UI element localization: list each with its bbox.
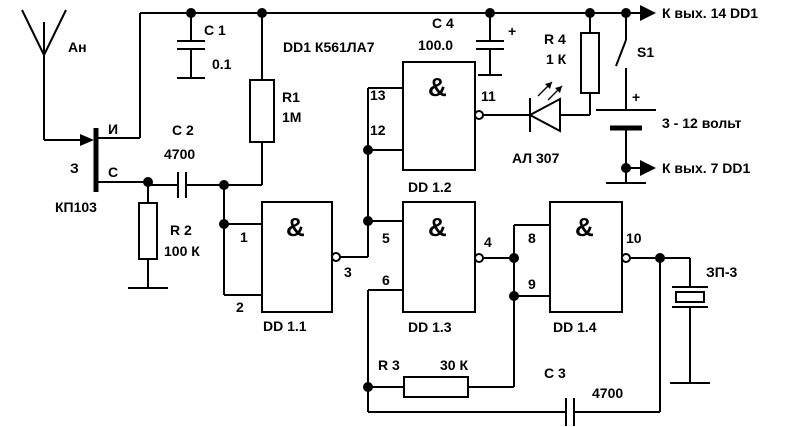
junction-dot: [219, 219, 229, 229]
dd12-and-symbol: &: [428, 72, 447, 102]
fet-name-label: КП103: [55, 199, 97, 215]
dd14-label: DD 1.4: [553, 319, 597, 335]
battery-plus: +: [632, 89, 640, 105]
switch-s1: [615, 13, 627, 110]
chip-label: DD1 К561ЛА7: [283, 39, 375, 55]
c1-capacitor: [177, 13, 205, 79]
fet-gate-label: З: [70, 160, 79, 176]
junction-dot: [655, 253, 665, 263]
c2-ref: С 2: [172, 122, 194, 138]
c4-ref: С 4: [432, 15, 454, 31]
led-label: АЛ 307: [512, 150, 560, 166]
junction-dot: [363, 145, 373, 155]
pin-4: 4: [484, 234, 492, 250]
antenna-symbol: [21, 9, 94, 146]
out14-label: К вых. 14 DD1: [662, 5, 758, 21]
buzzer-label: ЗП-3: [706, 264, 737, 280]
dd12-label: DD 1.2: [408, 179, 452, 195]
out14-arrow: [626, 5, 656, 21]
battery-label: 3 - 12 вольт: [662, 115, 742, 131]
junction-dot: [363, 382, 373, 392]
dd14-inverter-bubble: [621, 253, 631, 263]
dd13-label: DD 1.3: [408, 319, 452, 335]
r3-value: 30 К: [440, 357, 468, 373]
pin-2: 2: [236, 299, 244, 315]
r4-ref: R 4: [544, 31, 566, 47]
c3-ref: С 3: [544, 365, 566, 381]
c4-plus: +: [508, 23, 516, 39]
switch-label: S1: [637, 44, 654, 60]
c1-ref: С 1: [204, 22, 226, 38]
pin-8: 8: [528, 230, 536, 246]
c1-value: 0.1: [212, 56, 232, 72]
pin-10: 10: [626, 230, 642, 246]
r1-ref: R1: [282, 89, 300, 105]
junction-dot: [509, 291, 519, 301]
dd13-dd14-wiring: [483, 224, 550, 297]
dd13-inverter-bubble: [474, 253, 484, 263]
pin-12: 12: [370, 122, 386, 138]
c4-capacitor: [476, 13, 504, 76]
dd11-inverter-bubble: [331, 252, 341, 262]
r3-ref: R 3: [378, 357, 400, 373]
fet-drain-label: И: [108, 121, 118, 137]
out7-label: К вых. 7 DD1: [662, 160, 750, 176]
r1-resistor: [224, 13, 275, 186]
r2-value: 100 К: [164, 243, 200, 259]
pin-5: 5: [382, 230, 390, 246]
dd14-gate: [549, 201, 623, 313]
r2-resistor: [128, 182, 168, 289]
out7-arrow: [606, 160, 656, 184]
dd11-output-bus: [340, 87, 403, 258]
c4-value: 100.0: [418, 37, 453, 53]
fet-source-label: С: [108, 164, 118, 180]
pin-13: 13: [370, 87, 386, 103]
pin-3: 3: [344, 264, 352, 280]
c3-value: 4700: [592, 385, 623, 401]
c2-value: 4700: [164, 146, 195, 162]
dd12-inverter-bubble: [474, 110, 484, 120]
junction-dot: [509, 253, 519, 263]
dd11-label: DD 1.1: [263, 318, 307, 334]
r4-value: 1 К: [546, 51, 567, 67]
pin-6: 6: [382, 272, 390, 288]
dd14-output-wiring: [368, 257, 690, 426]
junction-dot: [363, 216, 373, 226]
pin-9: 9: [528, 276, 536, 292]
c2-capacitor: [148, 172, 224, 198]
r2-ref: R 2: [170, 222, 192, 238]
dd14-and-symbol: &: [575, 212, 594, 242]
buzzer-symbol: [670, 258, 710, 384]
r4-resistor: [580, 13, 600, 115]
fet-symbol: [93, 13, 148, 192]
dd11-and-symbol: &: [286, 212, 305, 242]
dd11-gate: [261, 201, 333, 313]
dd13-and-symbol: &: [428, 212, 447, 242]
dd11-input-wiring: [223, 185, 262, 296]
battery-symbol: [596, 109, 656, 168]
antenna-label: Ан: [68, 39, 87, 55]
pin-11: 11: [481, 88, 496, 104]
led-symbol: [483, 81, 590, 133]
pin-1: 1: [240, 229, 248, 245]
r1-value: 1М: [282, 109, 301, 125]
